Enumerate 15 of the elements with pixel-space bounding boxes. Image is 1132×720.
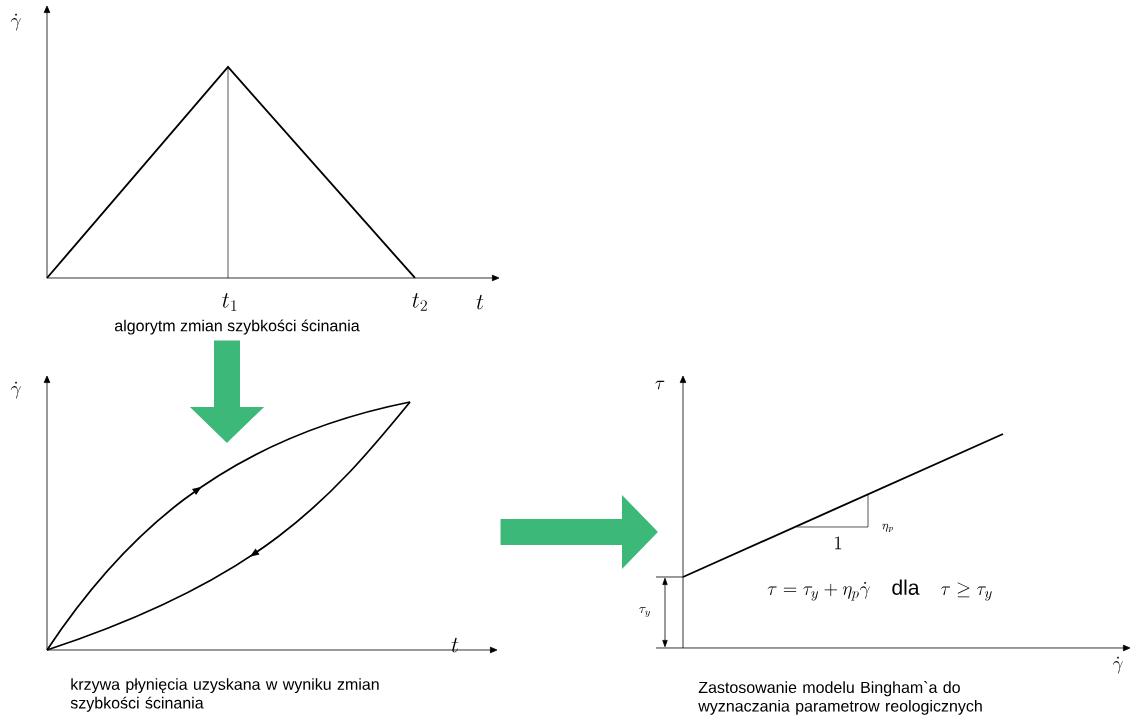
- axis-label: $\dot{\gamma}$: [10, 13, 21, 31]
- axis-label: $t$: [451, 637, 459, 653]
- node-label: algorytm zmian szybkości ścinania: [114, 319, 360, 335]
- node-label: krzywa płynięcia uzyskana w wyniku zmian szybkości ścinania: [70, 678, 379, 712]
- dimension-label: $\tau_y$: [639, 607, 650, 617]
- axis-label: $\dot{\gamma}$: [1112, 656, 1123, 674]
- tick-label: $t_2$: [412, 292, 427, 311]
- slope-label: $\eta_p$: [882, 523, 893, 532]
- axis-label: $\dot{\gamma}$: [10, 381, 21, 399]
- slope-label: $1$: [835, 536, 842, 550]
- formula: $\tau = \tau_y + \eta_p\dot{\gamma} \quad \mathrm{dla} \quad \tau \geq \tau_y$: [767, 579, 992, 601]
- node-label: Zastosowanie modelu Bingham`a do wyznaczania parametrow reologicznych: [698, 681, 982, 715]
- axis-label: $\tau$: [655, 380, 665, 390]
- axis-label: $t$: [476, 294, 484, 310]
- tick-label: $t_1$: [222, 292, 237, 311]
